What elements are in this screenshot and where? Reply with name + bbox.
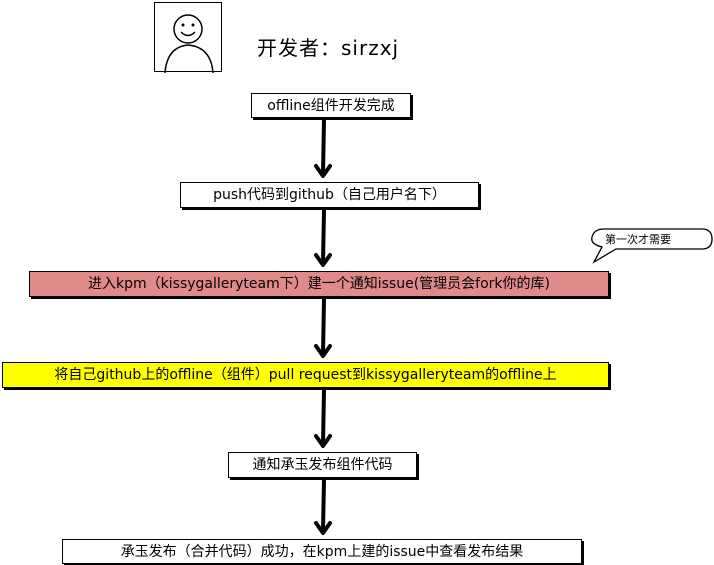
down-arrow-icon xyxy=(314,118,332,178)
step-publish-result: 承玉发布（合并代码）成功，在kpm上建的issue中查看发布结果 xyxy=(62,539,582,564)
down-arrow-icon xyxy=(314,388,332,448)
step-notify-publish: 通知承玉发布组件代码 xyxy=(228,452,417,478)
note-callout xyxy=(591,228,713,264)
step-pull-request: 将自己github上的offline（组件）pull request到kissy… xyxy=(2,362,609,388)
down-arrow-icon xyxy=(314,297,332,358)
down-arrow-icon xyxy=(314,478,332,535)
person-avatar-icon xyxy=(164,14,214,73)
developer-avatar xyxy=(154,2,222,73)
down-arrow-icon xyxy=(314,208,332,267)
step-kpm-issue: 进入kpm（kissygalleryteam下）建一个通知issue(管理员会f… xyxy=(29,271,609,297)
step-offline-complete: offline组件开发完成 xyxy=(251,93,411,118)
developer-label: 开发者：sirzxj xyxy=(257,36,400,60)
note-text: 第一次才需要 xyxy=(605,233,671,246)
step-push-to-github: push代码到github（自己用户名下） xyxy=(180,182,479,208)
